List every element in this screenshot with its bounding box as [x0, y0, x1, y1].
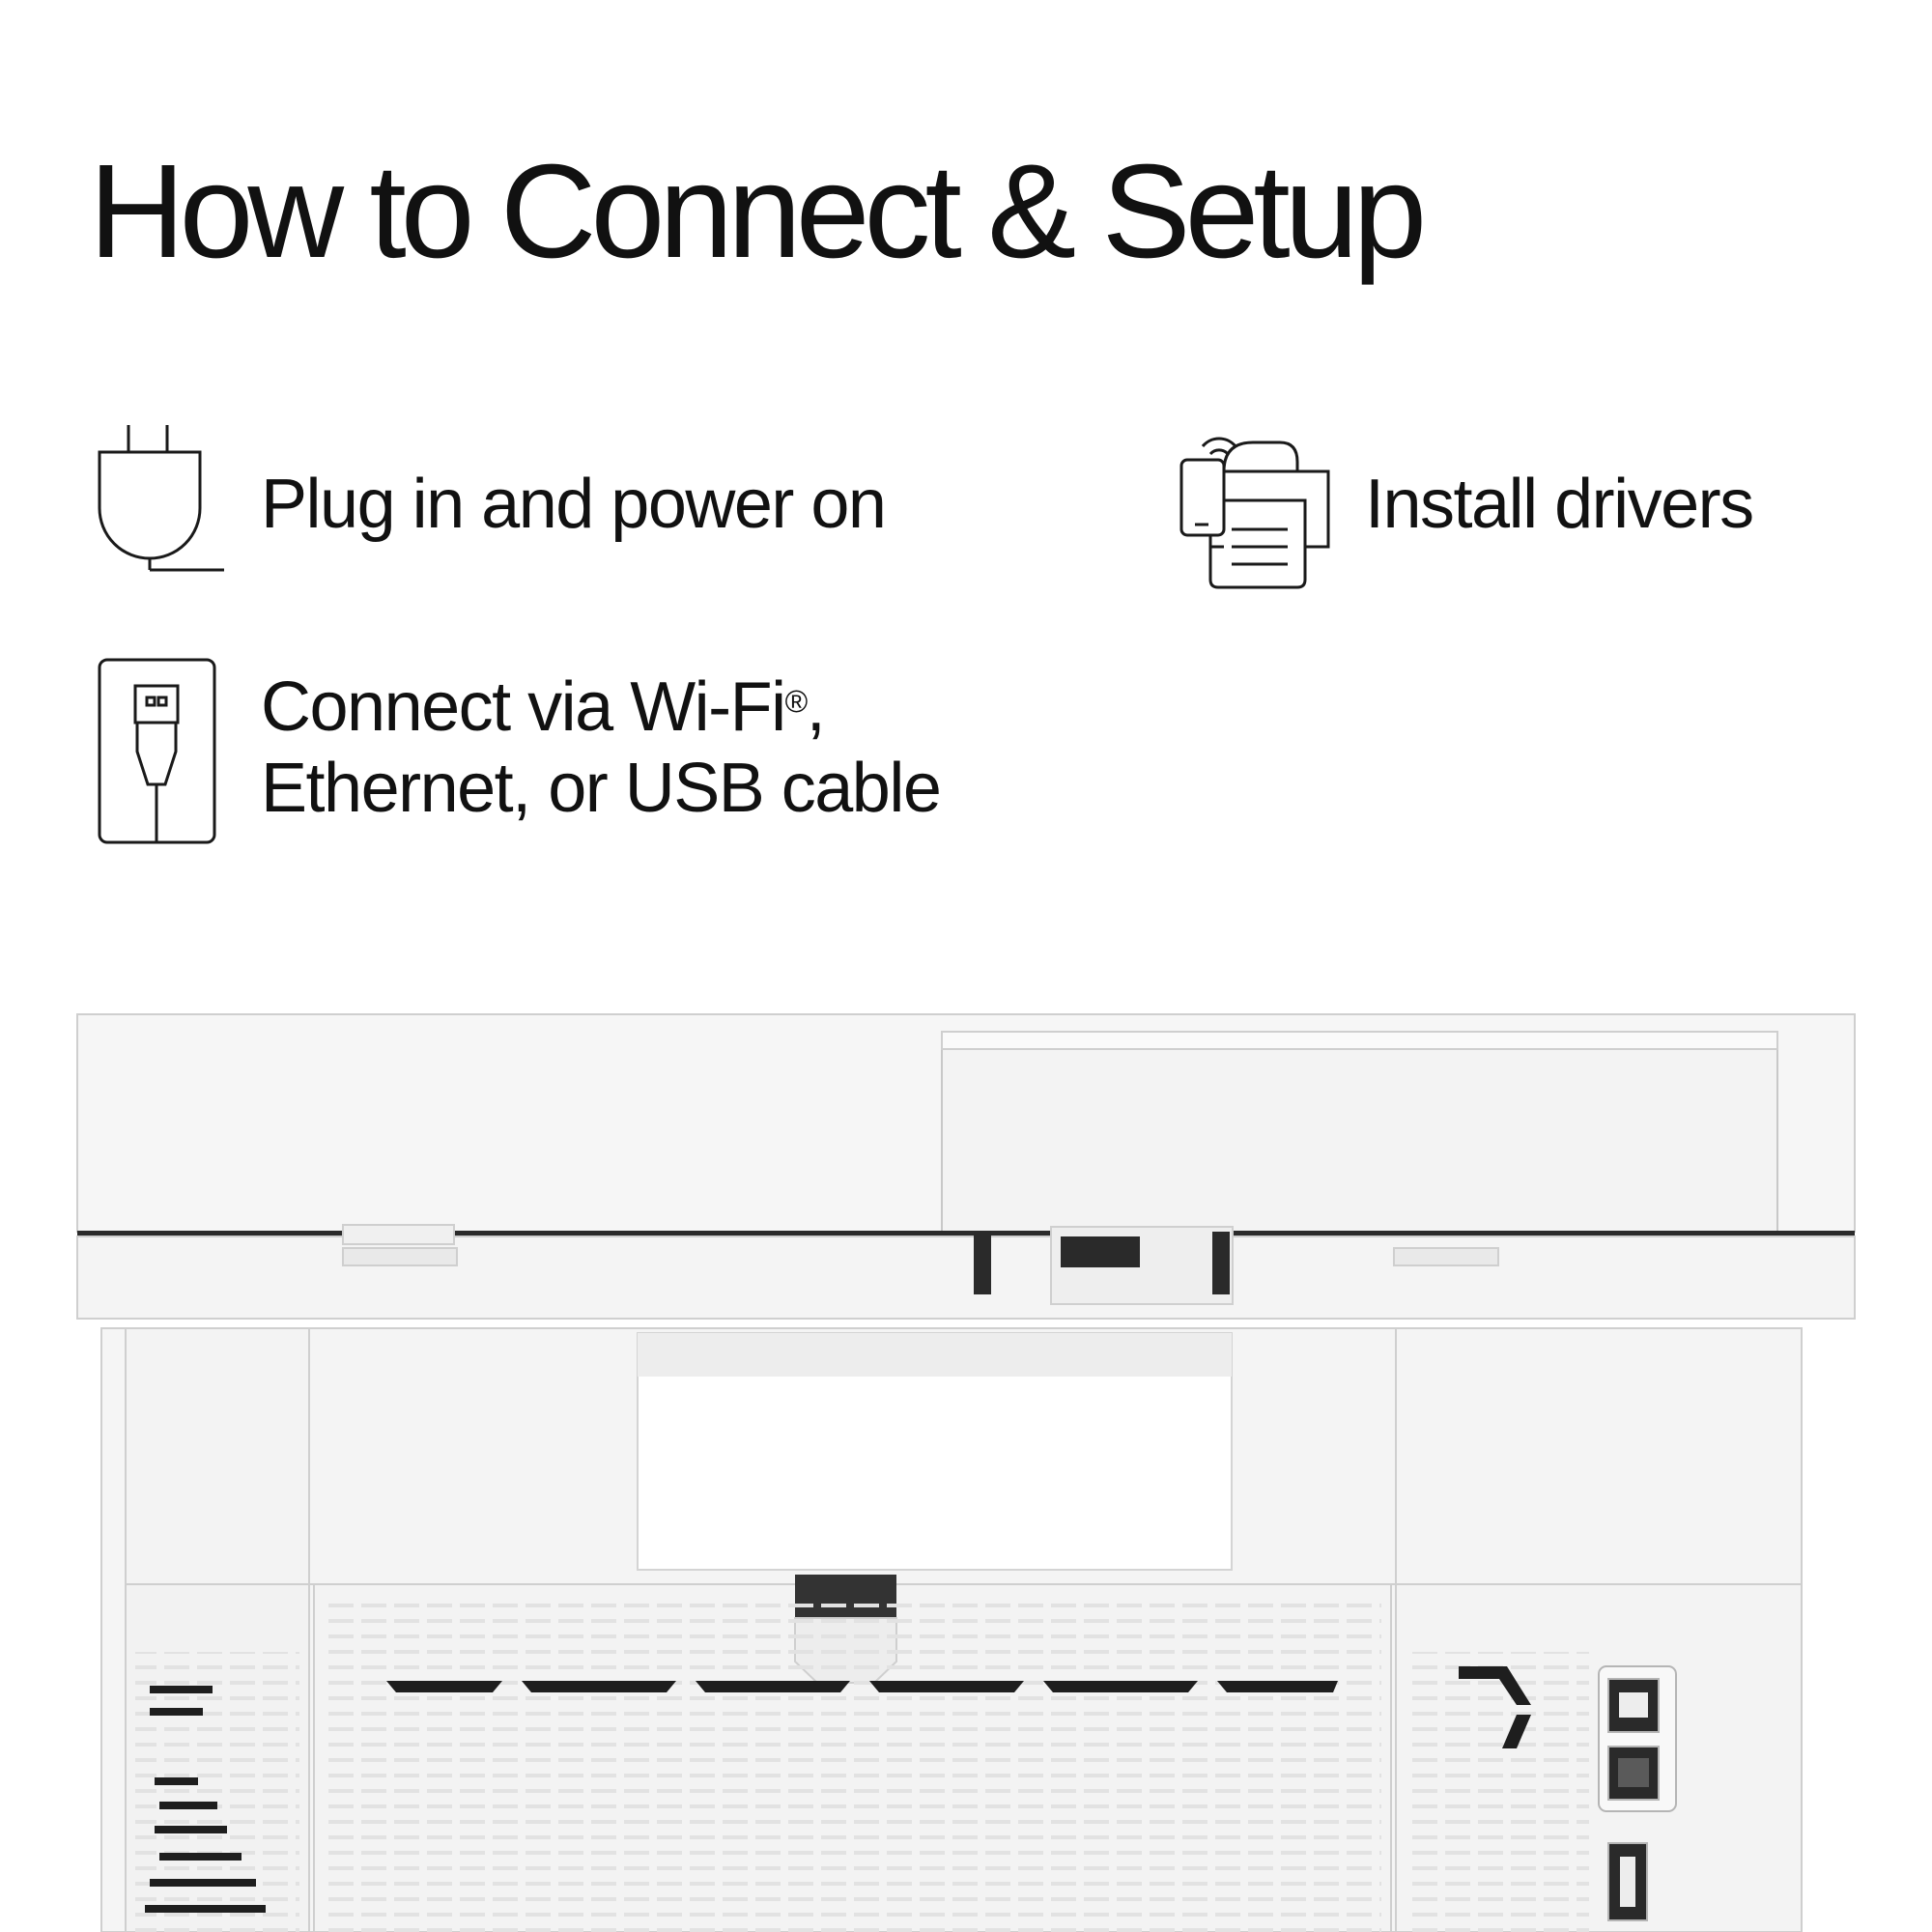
- step-connect-line2: Ethernet, or USB cable: [261, 750, 942, 827]
- usb-cable-icon: [98, 658, 216, 844]
- page-title: How to Connect & Setup: [89, 137, 1427, 286]
- step-connect-line1-end: ,: [806, 668, 826, 746]
- registered-mark: ®: [784, 684, 809, 719]
- step-power-label: Plug in and power on: [261, 466, 887, 543]
- plug-icon: [98, 425, 224, 572]
- step-connect-line1: Connect via Wi-Fi: [261, 668, 786, 746]
- step-connect-label: Connect via Wi-Fi®, Ethernet, or USB cab…: [261, 667, 942, 829]
- phone-printer-icon: [1179, 437, 1330, 589]
- step-drivers-label: Install drivers: [1365, 466, 1754, 543]
- rear-ports: [1598, 1665, 1677, 1921]
- printer-rear-illustration: [76, 1013, 1856, 1932]
